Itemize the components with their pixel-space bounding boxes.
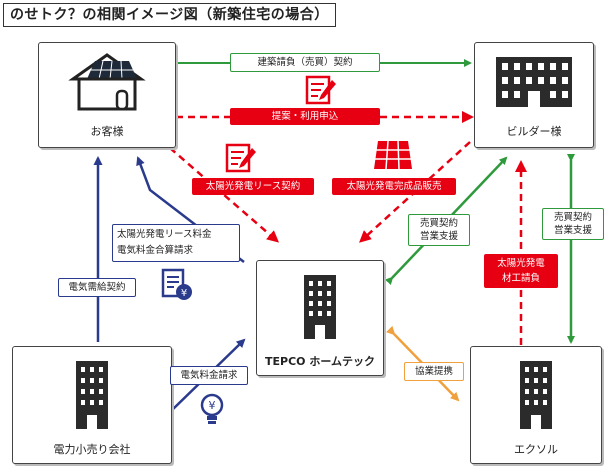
label-finished-sales: 太陽光発電完成品販売	[332, 178, 456, 195]
node-builder-label: ビルダー様	[506, 125, 562, 138]
office-building-icon	[520, 361, 552, 429]
node-tepco-label: TEPCO ホームテック	[264, 355, 375, 368]
label-proposal: 提案・利用申込	[230, 108, 380, 125]
label-lease-fee-line2: 電気料金合算請求	[117, 245, 194, 256]
label-sales-support-2-line1: 売買契約	[553, 212, 592, 223]
node-builder: ビルダー様	[474, 42, 594, 148]
label-sales-support-line1: 売買契約	[419, 218, 458, 229]
lightbulb-yen-icon: ¥	[200, 393, 224, 424]
office-building-icon	[304, 275, 336, 339]
label-power-supply: 電気需給契約	[58, 278, 136, 297]
node-retailer: 電力小売り会社	[12, 346, 172, 464]
invoice-yen-icon: ¥	[161, 268, 192, 300]
node-retailer-label: 電力小売り会社	[53, 443, 131, 456]
label-cooperation: 協業提携	[404, 362, 464, 381]
label-construction-contract: 建築請負（売買）契約	[230, 53, 380, 72]
node-tepco: TEPCO ホームテック	[256, 260, 384, 376]
office-building-icon	[496, 57, 572, 107]
node-ekusoru-label: エクソル	[514, 443, 558, 456]
label-lease-fee: 太陽光発電リース料金 電気料金合算請求	[112, 224, 240, 262]
label-sales-support-2: 売買契約 営業支援	[542, 208, 604, 240]
label-material-line1: 太陽光発電	[497, 258, 545, 269]
house-solar-icon	[68, 53, 146, 111]
label-electricity-bill: 電気料金請求	[170, 366, 248, 385]
page-title: のせトク？の相関イメージ図（新築住宅の場合）	[3, 3, 336, 27]
label-material-line2: 材工請負	[501, 273, 540, 284]
contract-pen-icon	[305, 75, 336, 105]
label-material-contract: 太陽光発電 材工請負	[484, 254, 558, 288]
label-sales-support: 売買契約 営業支援	[408, 214, 470, 246]
svg-text:¥: ¥	[181, 288, 187, 299]
node-customer: お客様	[38, 42, 176, 148]
solar-panel-icon	[374, 140, 412, 170]
label-lease-contract: 太陽光発電リース契約	[192, 178, 314, 195]
label-sales-support-2-line2: 営業支援	[553, 225, 592, 236]
node-customer-label: お客様	[90, 125, 124, 138]
contract-pen-icon	[225, 143, 256, 173]
label-lease-fee-line1: 太陽光発電リース料金	[117, 229, 212, 240]
office-building-icon	[76, 361, 108, 429]
node-ekusoru: エクソル	[470, 346, 602, 464]
svg-text:¥: ¥	[209, 399, 216, 412]
label-sales-support-line2: 営業支援	[419, 231, 458, 242]
